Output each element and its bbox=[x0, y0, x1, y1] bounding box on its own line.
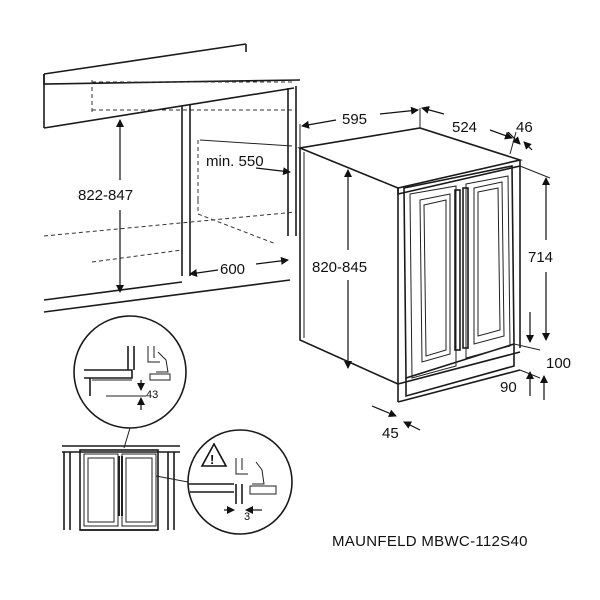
plinth-height-dimension: 100 bbox=[513, 312, 571, 396]
detail-gap-bottom-label: 3 bbox=[244, 511, 250, 523]
detail-circle-top: 43 bbox=[73, 315, 187, 429]
appliance-width-label: 595 bbox=[342, 111, 367, 128]
appliance-width-dimension: 595 bbox=[299, 106, 421, 148]
niche-height-label: 822-847 bbox=[78, 187, 133, 204]
door-depth-label: 46 bbox=[516, 119, 533, 136]
niche-drawing bbox=[43, 43, 301, 313]
svg-text:!: ! bbox=[210, 452, 214, 467]
door-offset-dimension: 45 bbox=[371, 405, 421, 442]
niche-width-label: 600 bbox=[220, 261, 245, 278]
door-height-label: 714 bbox=[528, 249, 553, 266]
built-in-elevation bbox=[62, 445, 180, 531]
detail-gap-top-label: 43 bbox=[146, 389, 158, 401]
plinth-min-label: 90 bbox=[500, 379, 517, 396]
appliance-drawing bbox=[297, 127, 524, 403]
appliance-depth-label: 524 bbox=[452, 119, 477, 136]
niche-depth-label: min. 550 bbox=[206, 153, 264, 170]
detail-connector-bottom bbox=[155, 475, 189, 483]
plinth-height-label: 100 bbox=[546, 355, 571, 372]
niche-height-dimension: 822-847 bbox=[78, 119, 133, 293]
detail-connector-top bbox=[123, 427, 131, 449]
door-offset-label: 45 bbox=[382, 425, 399, 442]
appliance-height-dimension: 820-845 bbox=[312, 169, 367, 369]
door-height-dimension: 714 bbox=[519, 165, 553, 341]
detail-circle-bottom: ! 3 bbox=[187, 429, 293, 535]
plinth-min-dimension: 90 bbox=[500, 375, 548, 400]
appliance-height-label: 820-845 bbox=[312, 259, 367, 276]
niche-width-dimension: 600 bbox=[189, 256, 289, 278]
door-depth-dimension: 46 bbox=[507, 119, 533, 151]
niche-depth-dimension: min. 550 bbox=[206, 153, 291, 176]
warning-triangle-icon: ! bbox=[200, 442, 228, 467]
appliance-depth-dimension: 524 bbox=[419, 105, 517, 155]
model-label: MAUNFELD MBWC-112S40 bbox=[332, 533, 528, 550]
